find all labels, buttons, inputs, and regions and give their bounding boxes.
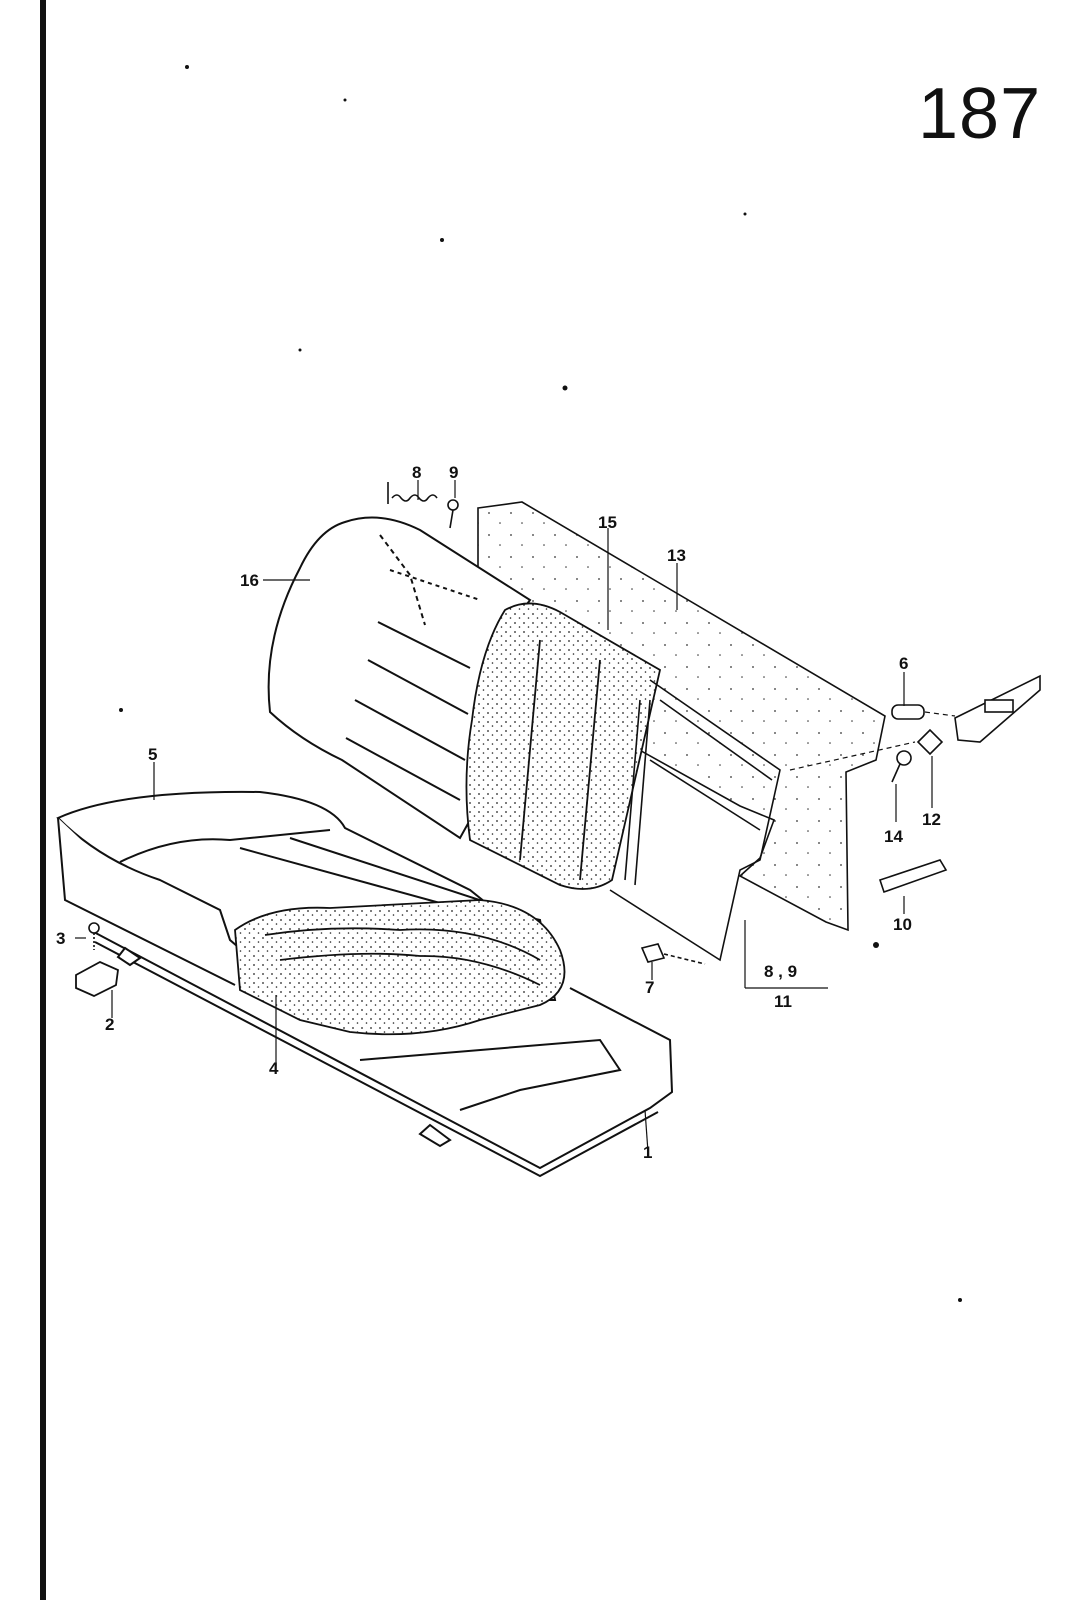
part-label-11: 11 <box>774 992 792 1011</box>
part-label-7: 7 <box>645 978 654 997</box>
assembly-lines <box>789 711 956 771</box>
backrest-cover-16 <box>267 516 532 840</box>
part-label-14: 14 <box>884 827 903 846</box>
part-label-8-top: 8 <box>412 463 421 482</box>
backrest-frame <box>609 679 781 962</box>
part-label-12: 12 <box>922 810 941 829</box>
part-label-13: 13 <box>667 546 686 565</box>
page-number: 187 <box>918 74 1042 154</box>
seat-padding-4 <box>234 899 566 1036</box>
scan-noise <box>119 65 962 1302</box>
part-label-6: 6 <box>899 654 908 673</box>
part-label-16: 16 <box>240 571 259 590</box>
backrest-padding-15 <box>465 602 662 890</box>
part-label-3: 3 <box>56 929 65 948</box>
page-binding-edge <box>40 0 46 1600</box>
part-label-5: 5 <box>148 745 157 764</box>
leader-lines <box>75 480 933 1153</box>
part-label-2: 2 <box>105 1015 114 1034</box>
part-label-4: 4 <box>269 1059 279 1078</box>
spring-8-top <box>387 482 438 504</box>
part-label-9-top: 9 <box>449 463 458 482</box>
clip-2 <box>75 960 119 997</box>
part-label-15: 15 <box>598 513 617 532</box>
part-label-10: 10 <box>893 915 912 934</box>
trim-strip-10 <box>878 859 948 894</box>
bolt-7 <box>640 943 706 965</box>
part-label-1: 1 <box>643 1143 652 1162</box>
bushing-6 <box>891 704 925 720</box>
pin-14 <box>891 750 912 783</box>
screw-3 <box>88 922 100 950</box>
part-label-8-9-bottom: 8 , 9 <box>764 962 797 981</box>
seat-frame-1 <box>89 929 674 1178</box>
lock-plate <box>954 674 1041 743</box>
latch-12 <box>916 728 944 756</box>
screw-9-top <box>447 499 459 529</box>
